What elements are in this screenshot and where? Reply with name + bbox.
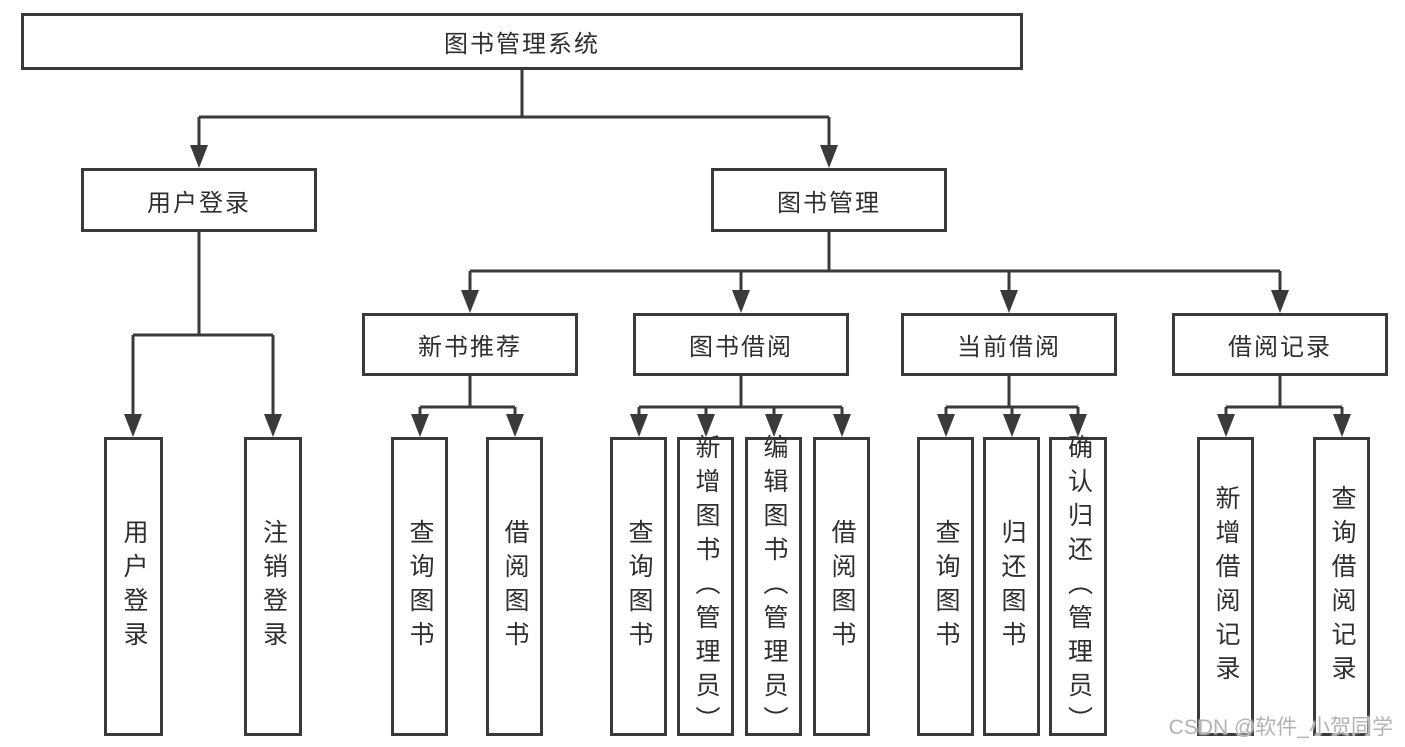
arrow-down-icon (1217, 414, 1235, 437)
connector-book-management (468, 232, 1282, 293)
arrow-down-icon (461, 290, 479, 313)
connector-root (197, 70, 831, 148)
node-new-book-recommend-label: 新书推荐 (418, 334, 522, 361)
leaf-logout-label: 注销登录 (259, 518, 288, 655)
leaf-user-login-label: 用户登录 (120, 518, 148, 655)
node-current-borrow: 当前借阅 (901, 313, 1117, 376)
node-borrow-records: 借阅记录 (1172, 313, 1388, 376)
leaf-current-query-books-label: 查询图书 (932, 518, 960, 655)
leaf-query-borrow-record: 查询借阅记录 (1313, 437, 1370, 736)
arrow-down-icon (630, 414, 648, 437)
leaf-user-login: 用户登录 (104, 437, 163, 736)
leaf-recommend-borrow-books-label: 借阅图书 (501, 518, 529, 655)
arrow-down-icon (937, 414, 955, 437)
leaf-borrow-query-books-label: 查询图书 (625, 518, 653, 655)
leaf-return-books: 归还图书 (983, 437, 1040, 736)
node-root: 图书管理系统 (21, 13, 1023, 70)
leaf-add-books-admin-label: 新增图书（管理员） (692, 433, 720, 740)
leaf-add-borrow-record: 新增借阅记录 (1197, 437, 1254, 736)
node-root-label: 图书管理系统 (444, 31, 600, 58)
arrow-down-icon (411, 414, 429, 437)
arrow-down-icon (820, 145, 838, 168)
arrow-down-icon (1000, 290, 1018, 313)
arrow-down-icon (506, 414, 524, 437)
node-book-management: 图书管理 (711, 168, 947, 232)
node-user-login: 用户登录 (81, 168, 317, 232)
leaf-return-books-label: 归还图书 (998, 518, 1026, 655)
connector-borrow-records (1224, 376, 1344, 417)
arrow-down-icon (833, 414, 851, 437)
connector-current-borrow (944, 376, 1080, 417)
arrow-down-icon (264, 414, 282, 437)
node-current-borrow-label: 当前借阅 (957, 334, 1061, 361)
csdn-watermark: CSDN @软件_小贺同学 (1168, 716, 1393, 739)
leaf-recommend-borrow-books: 借阅图书 (486, 437, 543, 736)
node-new-book-recommend: 新书推荐 (362, 313, 578, 376)
leaf-add-borrow-record-label: 新增借阅记录 (1212, 484, 1240, 689)
arrow-down-icon (1003, 414, 1021, 437)
leaf-logout: 注销登录 (244, 437, 302, 736)
leaf-recommend-query-books-label: 查询图书 (406, 518, 434, 655)
connector-user-login (131, 232, 275, 417)
leaf-borrow-books: 借阅图书 (813, 437, 870, 736)
arrow-down-icon (190, 145, 208, 168)
arrow-down-icon (1271, 290, 1289, 313)
leaf-recommend-query-books: 查询图书 (391, 437, 448, 736)
node-book-management-label: 图书管理 (777, 189, 881, 217)
node-book-borrow-label: 图书借阅 (689, 334, 793, 361)
arrow-down-icon (124, 414, 142, 437)
leaf-query-borrow-record-label: 查询借阅记录 (1328, 484, 1356, 689)
leaf-confirm-return-admin-label: 确认归还（管理员） (1064, 433, 1093, 740)
connector-book-borrow (637, 376, 844, 417)
arrow-down-icon (1333, 414, 1351, 437)
connector-new-book-recommend (418, 376, 517, 417)
leaf-edit-books-admin-label: 编辑图书（管理员） (760, 433, 788, 740)
arrow-down-icon (732, 290, 750, 313)
leaf-borrow-query-books: 查询图书 (610, 437, 667, 736)
node-borrow-records-label: 借阅记录 (1228, 334, 1332, 361)
leaf-add-books-admin: 新增图书（管理员） (677, 434, 734, 740)
node-book-borrow: 图书借阅 (633, 313, 849, 376)
leaf-confirm-return-admin: 确认归还（管理员） (1049, 434, 1107, 740)
leaf-current-query-books: 查询图书 (917, 437, 974, 736)
leaf-borrow-books-label: 借阅图书 (828, 518, 856, 655)
leaf-edit-books-admin: 编辑图书（管理员） (745, 434, 802, 740)
node-user-login-label: 用户登录 (147, 189, 251, 217)
